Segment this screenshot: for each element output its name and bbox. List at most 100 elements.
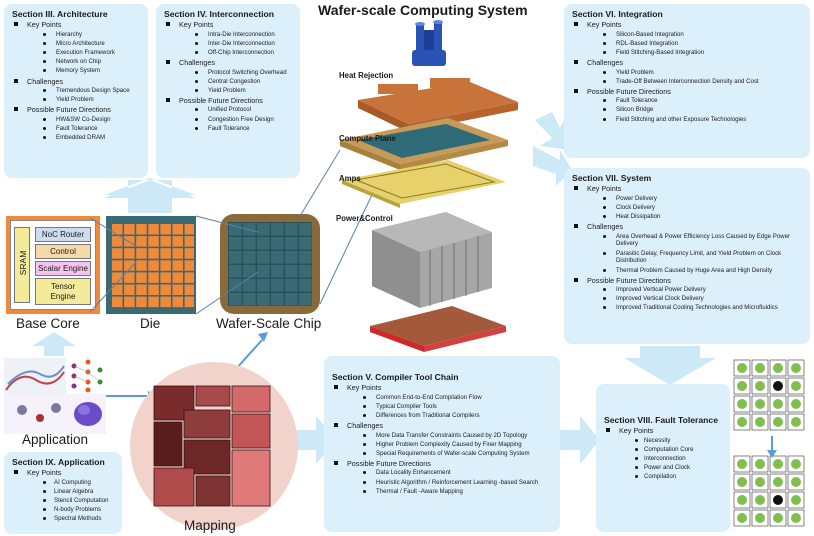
die-core-cell (112, 260, 123, 271)
list-item: Improved Traditional Cooling Technologie… (572, 304, 804, 312)
die-core-cell (184, 224, 194, 235)
list-item: RDL-Based Integration (572, 40, 804, 48)
section-system: Section VII. System Key Points Power Del… (564, 168, 810, 344)
wafer-die-cell (271, 237, 284, 250)
list-item: Fault Tolerance (164, 125, 294, 133)
wafer-die-cell (257, 265, 270, 278)
wafer-die-cell (285, 279, 298, 292)
section-list: Key Points Common End-to-End Compilation… (332, 383, 554, 495)
group-head: Key Points (604, 426, 724, 435)
base-core-label: Base Core (16, 316, 80, 331)
section-list: Key Points AI Computing Linear Algebra S… (12, 468, 116, 523)
wafer-die-cell (257, 251, 270, 264)
die-core-cell (172, 284, 183, 295)
section-integration: Section VI. Integration Key Points Silic… (564, 4, 810, 158)
list-item: Clock Delivery (572, 204, 804, 212)
list-item: Power and Clock (604, 464, 724, 472)
list-item: Off-Chip Interconnection (164, 49, 294, 57)
die-core-cell (172, 224, 183, 235)
die-core-cell (112, 224, 123, 235)
arrow-to-integration (535, 104, 572, 150)
die-core-cell (148, 248, 159, 259)
die-core-cell (184, 248, 194, 259)
list-item: Inter-Die Interconnection (164, 40, 294, 48)
control-block: Control (35, 244, 91, 259)
list-item: Silicon-Based Integration (572, 31, 804, 39)
list-item: HW&SW Co-Design (12, 116, 142, 124)
tensor-label-line1: Tensor (50, 282, 75, 291)
list-item: Trade-Off Between Interconnection Densit… (572, 78, 804, 86)
list-item: AI Computing (12, 479, 116, 487)
list-item: Computation Core (604, 446, 724, 454)
wafer-die-cell (243, 279, 256, 292)
tensor-label-line2: Engine (50, 292, 76, 301)
die-core-cell (136, 248, 147, 259)
wafer-die-cell (243, 265, 256, 278)
die-core-cell (148, 296, 159, 308)
list-item: Tremendous Design Space (12, 87, 142, 95)
group-head: Possible Future Directions (12, 105, 142, 114)
die-core-cell (160, 236, 171, 247)
page-title: Wafer-scale Computing System (318, 2, 528, 18)
list-item: Typical Compiler Tools (332, 403, 554, 411)
list-item: Higher Problem Complexity Caused by Fine… (332, 441, 554, 449)
die-core-cell (112, 296, 123, 308)
section-list: Key Points Hierarchy Micro Architecture … (12, 20, 142, 141)
die-core-cell (124, 284, 135, 295)
list-item: Data Locality Enhancement (332, 469, 554, 477)
die-core-cell (172, 272, 183, 283)
group-head: Key Points (12, 468, 116, 477)
arrow-application-up (32, 332, 76, 356)
die-label: Die (140, 316, 161, 331)
layer-label-amps: Amps (339, 174, 361, 183)
die-core-cell (124, 236, 135, 247)
list-item: Embedded DRAM (12, 134, 142, 142)
wafer-die-cell (299, 265, 312, 278)
section-fault-tolerance: Section VIII. Fault Tolerance Key Points… (596, 384, 730, 532)
wafer-die-cell (285, 223, 298, 236)
wafer-die-cell (229, 223, 242, 236)
section-list: Key Points Silicon-Based Integration RDL… (572, 20, 804, 123)
wafer-die-cell (271, 279, 284, 292)
wafer-die-cell (229, 237, 242, 250)
list-item: Linear Algebra (12, 488, 116, 496)
wafer-grid (228, 222, 312, 306)
wafer-die-cell (285, 237, 298, 250)
list-item: Thermal / Fault -Aware Mapping (332, 488, 554, 496)
list-item: Spectral Methods (12, 515, 116, 523)
wafer-die-cell (243, 223, 256, 236)
section-application: Section IX. Application Key Points AI Co… (4, 452, 122, 534)
list-item: Protocol Switching Overhead (164, 69, 294, 77)
section-list: Key Points Power Delivery Clock Delivery… (572, 184, 804, 312)
group-head: Challenges (572, 58, 804, 67)
die-core-cell (136, 236, 147, 247)
list-item: Central Congestion (164, 78, 294, 86)
layer-label-compute: Compute Plane (339, 134, 396, 143)
wafer-die-cell (243, 251, 256, 264)
layer-label-heat: Heat Rejection (339, 71, 394, 80)
list-item: Field Stitching-Based Integration (572, 49, 804, 57)
die-core-cell (172, 296, 183, 308)
list-item: Yield Problem (12, 96, 142, 104)
list-item: Congestion Free Design (164, 116, 294, 124)
wafer-die-cell (229, 265, 242, 278)
list-item: Fault Tolerance (12, 125, 142, 133)
die-core-cell (136, 272, 147, 283)
group-head: Key Points (572, 20, 804, 29)
group-head: Challenges (164, 58, 294, 67)
wafer-die-cell (271, 265, 284, 278)
list-item: Intra-Die Interconnection (164, 31, 294, 39)
wafer-die-cell (299, 279, 312, 292)
die-core-cell (136, 224, 147, 235)
wafer-die-cell (271, 223, 284, 236)
list-item: Area Overhead & Power Efficiency Loss Ca… (572, 233, 804, 249)
list-item: Fault Tolerance (572, 97, 804, 105)
die-core-cell (160, 260, 171, 271)
list-item: Unified Protocol (164, 106, 294, 114)
die-core-cell (136, 284, 147, 295)
section-list: Key Points Intra-Die Interconnection Int… (164, 20, 294, 132)
die-core-cell (112, 236, 123, 247)
list-item: Differences from Traditional Compilers (332, 412, 554, 420)
die-core-cell (148, 236, 159, 247)
list-item: Silicon Bridge (572, 106, 804, 114)
